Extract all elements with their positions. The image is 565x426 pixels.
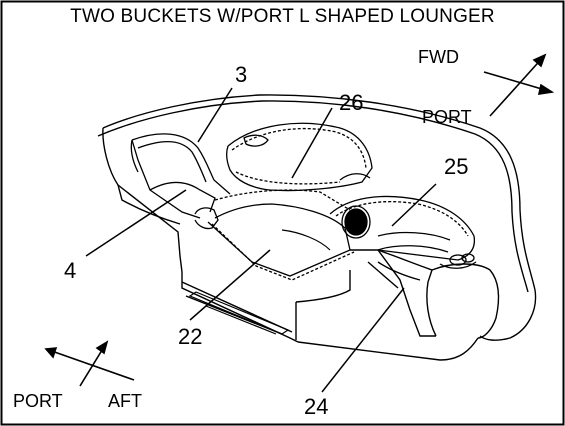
callout-25: 25	[444, 154, 469, 179]
compass-bottom-icon	[44, 340, 135, 387]
callout-24: 24	[304, 394, 329, 419]
compass-port-label-top: PORT	[422, 107, 472, 127]
floor-details	[188, 229, 331, 335]
compass-top-icon	[483, 53, 555, 117]
callout-leaders	[85, 87, 437, 393]
diagram-title: TWO BUCKETS W/PORT L SHAPED LOUNGER	[70, 6, 495, 27]
compass-port-label-bottom: PORT	[13, 391, 63, 411]
callout-3: 3	[235, 62, 248, 87]
callout-26: 26	[339, 90, 364, 115]
compass-aft-label: AFT	[108, 391, 142, 411]
callout-4: 4	[64, 258, 77, 283]
callout-22: 22	[178, 324, 203, 349]
lounger-cushion	[207, 122, 373, 281]
bucket-seat-right	[329, 195, 477, 269]
compass-fwd-label: FWD	[418, 47, 459, 67]
bucket-seat-left	[130, 133, 231, 230]
